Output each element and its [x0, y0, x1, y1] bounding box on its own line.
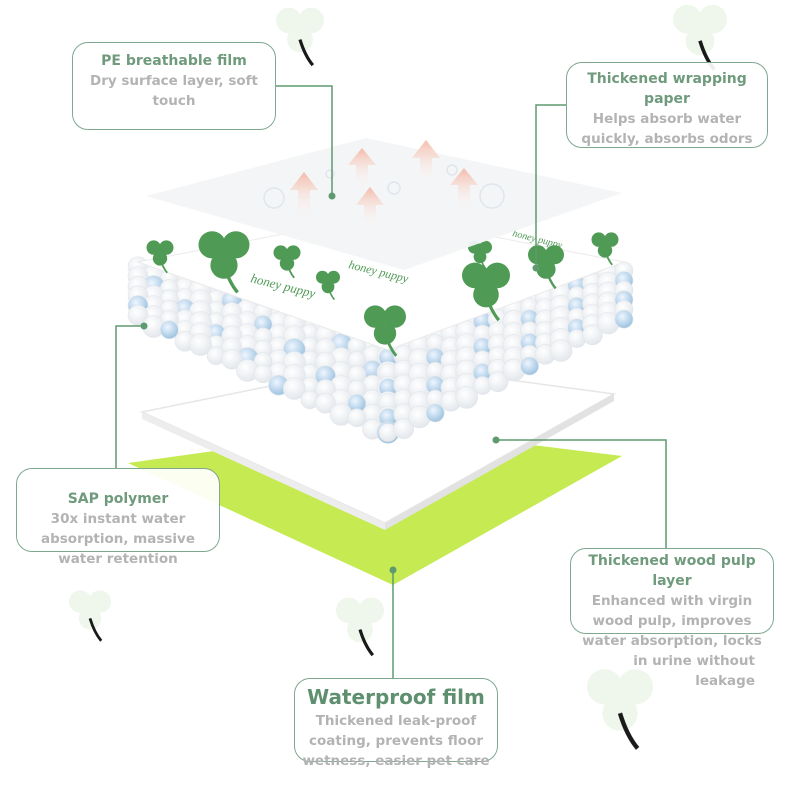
callout-title: Waterproof film	[301, 683, 491, 711]
callout-title: SAP polymer	[23, 489, 213, 509]
callout-title-line: Thickened wood pulp	[577, 551, 767, 571]
callout-desc-line: 30x instant water	[23, 509, 213, 529]
callout-wrapping-paper: Thickened wrapping paper Helps absorb wa…	[566, 62, 768, 148]
callout-desc-line: wetness, easier pet care	[301, 751, 491, 771]
callout-desc-line: Dry surface layer, soft	[79, 71, 269, 91]
callout-desc-line: water retention	[23, 549, 213, 569]
callout-desc-line: Enhanced with virgin	[577, 591, 767, 611]
callout-wood-pulp-layer: Thickened wood pulp layer Enhanced with …	[570, 548, 774, 634]
callout-title: PE breathable film	[79, 51, 269, 71]
callout-desc-line: quickly, absorbs odors	[563, 129, 771, 149]
connector-sap-polymer	[116, 326, 144, 468]
callout-sap-polymer: SAP polymer 30x instant water absorption…	[16, 468, 220, 552]
callout-desc-line: coating, prevents floor	[301, 731, 491, 751]
callout-desc-line: Helps absorb water	[573, 109, 761, 129]
callout-desc-line: in urine without	[577, 651, 767, 671]
callout-title-line: Thickened wrapping	[573, 69, 761, 89]
callout-desc-line: wood pulp, improves	[577, 611, 767, 631]
callout-desc-line: touch	[79, 91, 269, 111]
callout-pe-breathable-film: PE breathable film Dry surface layer, so…	[72, 42, 276, 130]
callout-title-line: paper	[573, 89, 761, 109]
callout-desc-line: Thickened leak-proof	[301, 711, 491, 731]
callout-desc-line: water absorption, locks	[565, 631, 779, 651]
callout-title-line: layer	[577, 571, 767, 591]
callout-waterproof-film: Waterproof film Thickened leak-proof coa…	[294, 678, 498, 762]
callout-desc-line: leakage	[577, 671, 767, 691]
callout-desc-line: absorption, massive	[23, 529, 213, 549]
